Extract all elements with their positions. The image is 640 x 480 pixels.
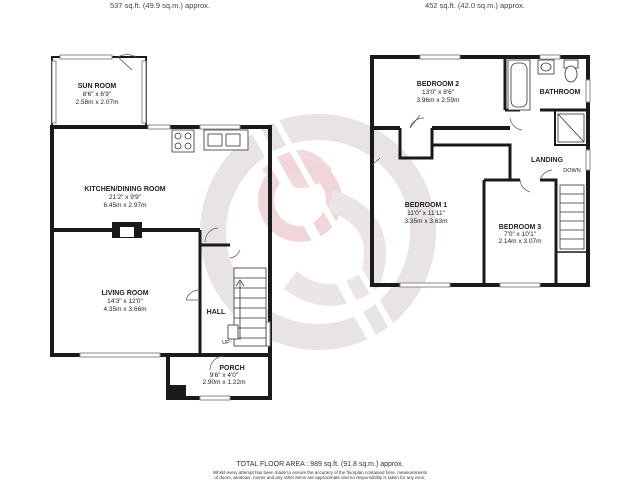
- bedroom2-name: BEDROOM 2: [417, 81, 460, 88]
- bathroom-fixtures: [507, 59, 585, 143]
- ground-stairs: [233, 267, 267, 347]
- sun-room-door: [117, 54, 137, 71]
- living-name: LIVING ROOM: [101, 290, 148, 297]
- bedroom1-metric: 3.35m x 3.63m: [405, 218, 448, 225]
- sun-room-imperial: 8'6" x 6'9": [83, 91, 112, 98]
- first-door-swings: [371, 114, 553, 193]
- sun-room-name: SUN ROOM: [78, 83, 117, 90]
- bedroom1-name: BEDROOM 1: [405, 202, 448, 209]
- disclaimer-line-2: of doors, windows, rooms and any other i…: [214, 475, 426, 480]
- first-stairs: [559, 184, 585, 250]
- porch-metric: 2.90m x 1.22m: [203, 379, 246, 386]
- down-label: DOWN: [563, 168, 580, 174]
- sun-room-windows: [51, 54, 147, 124]
- bedroom3-name: BEDROOM 3: [499, 224, 542, 231]
- living-metric: 4.35m x 3.66m: [104, 306, 147, 313]
- bedroom3-imperial: 7'0" x 10'1": [504, 231, 537, 238]
- kitchen-metric: 6.45m x 2.97m: [104, 202, 147, 209]
- first-outer-walls: [370, 55, 590, 287]
- up-label: UP: [222, 340, 230, 346]
- sun-room-metric: 2.58m x 2.07m: [76, 99, 119, 106]
- kitchen-name: KITCHEN/DINING ROOM: [84, 186, 165, 193]
- disclaimer-line-1: Whilst every attempt has been made to en…: [212, 470, 428, 475]
- ground-door-swings: [185, 227, 241, 371]
- bathroom-name: BATHROOM: [540, 89, 581, 96]
- stair-arrow: [235, 279, 245, 340]
- ground-floor-area: 537 sq.ft. (49.9 sq.m.) approx.: [109, 1, 211, 10]
- living-imperial: 14'3" x 12'0": [107, 298, 143, 305]
- bedroom2-metric: 3.96m x 2.59m: [417, 97, 460, 104]
- bedroom2-imperial: 13'0" x 8'6": [422, 89, 455, 96]
- kitchen-units: [171, 129, 249, 153]
- total-floor-area: TOTAL FLOOR AREA : 989 sq.ft. (91.8 sq.m…: [236, 461, 404, 468]
- porch-imperial: 9'6" x 4'0": [210, 372, 239, 379]
- bedroom3-metric: 2.14m x 3.07m: [499, 238, 542, 245]
- porch-name: PORCH: [219, 365, 244, 372]
- kitchen-imperial: 21'2" x 9'9": [109, 194, 142, 201]
- hall-name: HALL: [207, 309, 226, 316]
- first-floor-area: 452 sq.ft. (42.0 sq.m.) approx.: [424, 1, 526, 10]
- kitchen-windows: [79, 124, 271, 401]
- bedroom1-imperial: 11'0" x 11'11": [407, 210, 446, 217]
- first-windows: [399, 54, 591, 288]
- landing-name: LANDING: [531, 157, 563, 164]
- first-floor-plan: [370, 55, 590, 287]
